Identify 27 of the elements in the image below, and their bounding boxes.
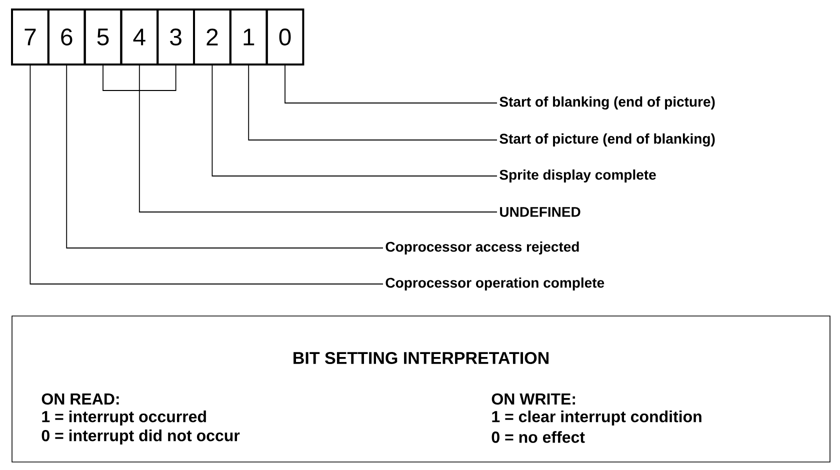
leader-line: [248, 65, 498, 140]
bit-description: Sprite display complete: [500, 169, 656, 183]
bit-cell: 4: [120, 8, 159, 66]
bit-cell: 7: [11, 8, 50, 66]
panel-heading: BIT SETTING INTERPRETATION: [294, 352, 548, 364]
bit-description: Start of picture (end of blanking): [500, 133, 715, 147]
bit-description: UNDEFINED: [500, 207, 580, 217]
leader-line: [102, 65, 498, 212]
leader-line: [66, 65, 384, 248]
bit-cell: 0: [266, 8, 304, 66]
leader-line: [212, 65, 498, 176]
bit-description: Start of blanking (end of picture): [500, 96, 715, 110]
bit-cell: 1: [229, 8, 268, 66]
bit-description: Coprocessor operation complete: [386, 277, 604, 291]
panel-text: 1 = interrupt occurred: [42, 410, 206, 426]
leader-line: [284, 65, 498, 104]
panel-text: 1 = clear interrupt condition: [492, 410, 702, 426]
panel-text: 0 = no effect: [492, 431, 585, 443]
panel-text: ON READ:: [42, 393, 119, 405]
bit-cell: 3: [156, 8, 195, 66]
bit-cell: 6: [47, 8, 86, 66]
leader-line: [30, 65, 384, 284]
bit-description: Coprocessor access rejected: [386, 241, 579, 255]
bit-cell: 2: [193, 8, 232, 66]
panel-text: ON WRITE:: [492, 393, 575, 405]
bit-cell: 5: [84, 8, 122, 66]
panel-text: 0 = interrupt did not occur: [42, 430, 240, 444]
